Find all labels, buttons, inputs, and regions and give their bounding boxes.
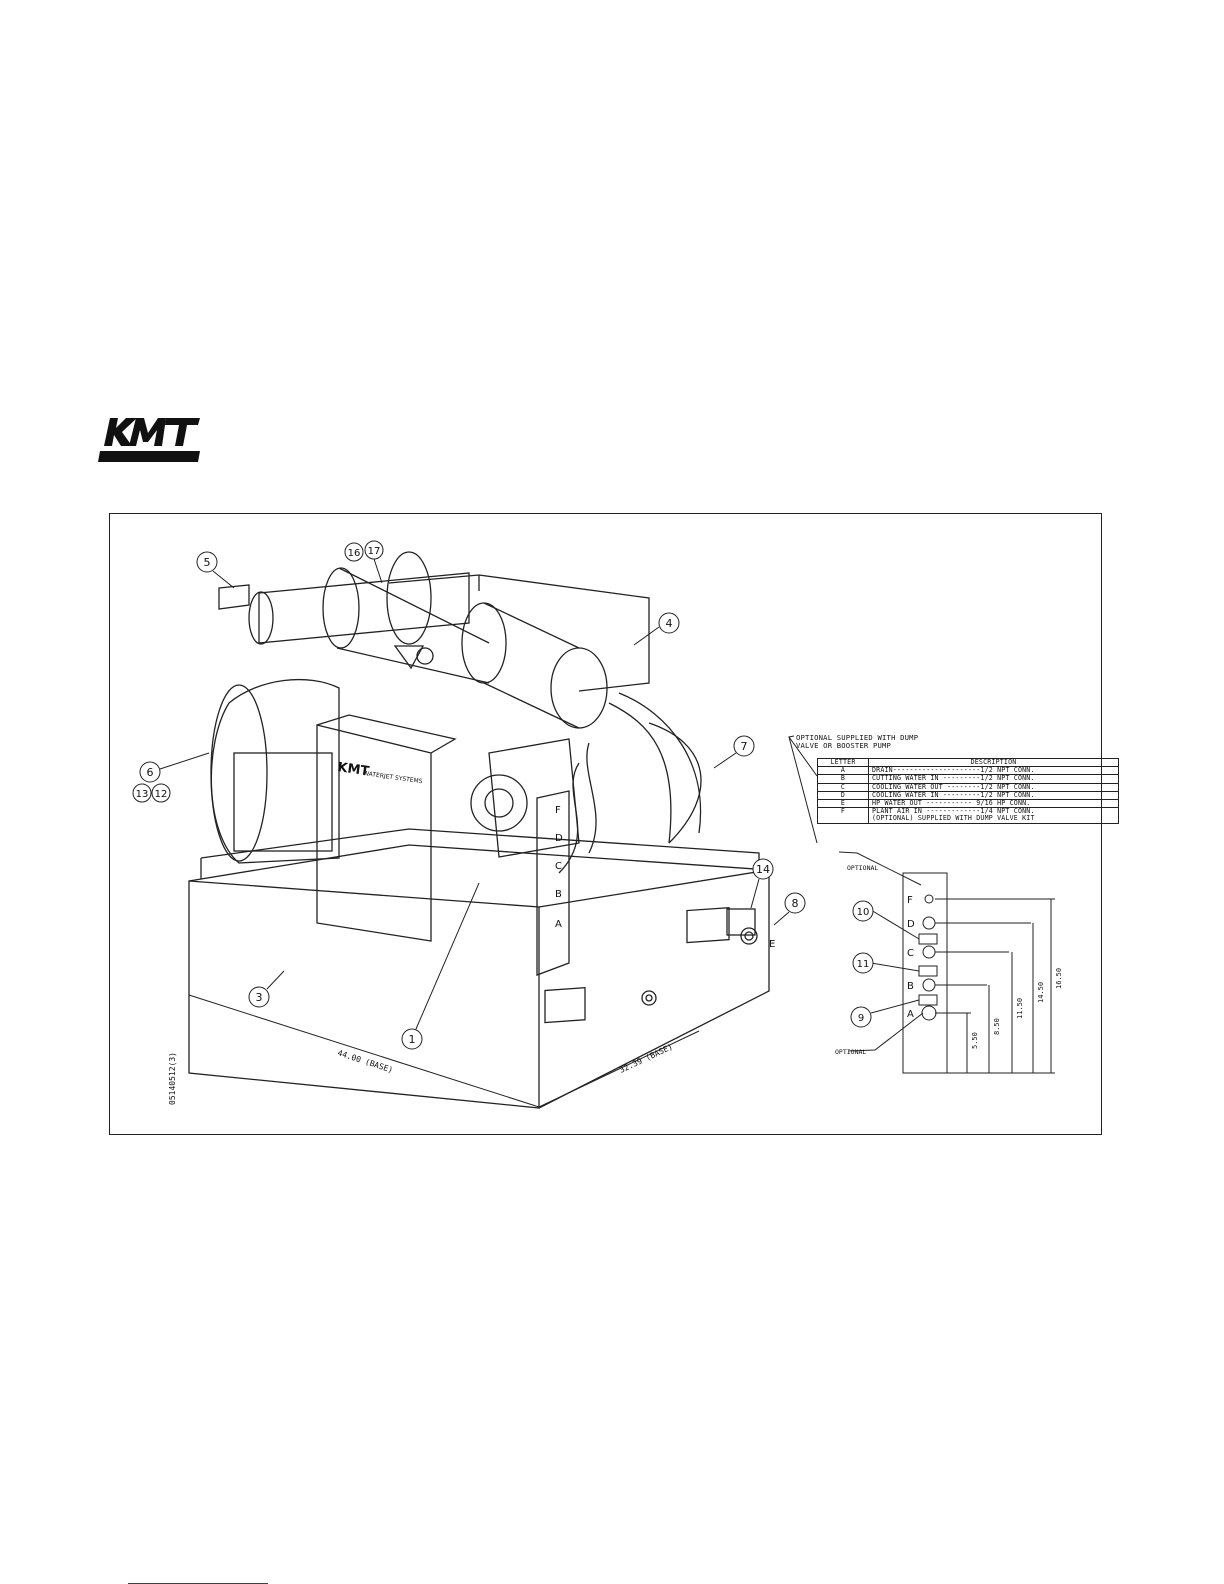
optional-top-label: OPTIONAL [847, 864, 878, 872]
cabinet-badge-subtitle: WATERJET SYSTEMS [363, 770, 423, 785]
drawing-number: 05140512(3) [168, 1052, 177, 1105]
kmt-logo [98, 418, 200, 462]
figure-frame [109, 513, 1102, 1135]
callout-10: 10 [857, 907, 870, 918]
svg-text:D: D [555, 833, 563, 844]
svg-text:A: A [555, 919, 562, 930]
optional-bottom-label: OPTIONAL [835, 1048, 866, 1056]
callout-13: 13 [136, 789, 149, 800]
base-label-plate [544, 987, 586, 1024]
svg-text:14.50: 14.50 [1037, 982, 1045, 1003]
callout-12: 12 [155, 789, 168, 800]
legend-letter: F [817, 807, 869, 824]
legend-row: F PLANT AIR IN -------------1/4 NPT CONN… [817, 807, 1119, 824]
callout-4: 4 [666, 617, 673, 630]
waterjet-pump-drawing: KMT WATERJET SYSTEMS F D C B A E 5 [132, 540, 1063, 1109]
intensifier [258, 572, 470, 644]
base-side-face [538, 869, 770, 1109]
cabinet-badge-kmt: KMT [336, 760, 370, 779]
panel-detail [838, 851, 1055, 1074]
svg-text:5.50: 5.50 [971, 1032, 979, 1049]
svg-text:B: B [555, 889, 562, 900]
legend-row: B CUTTING WATER IN ---------1/2 NPT CONN… [817, 774, 1119, 784]
callout-7: 7 [741, 740, 748, 753]
svg-text:F: F [907, 895, 913, 906]
legend-letter: B [817, 774, 869, 784]
reservoir [388, 574, 650, 692]
panel-dimensions: 5.50 8.50 11.50 14.50 16.50 [971, 968, 1063, 1049]
dimension-base-width: 32.39 (BASE) [618, 1042, 674, 1075]
callout-8: 8 [792, 897, 799, 910]
svg-text:11.50: 11.50 [1016, 998, 1024, 1019]
callout-5: 5 [204, 556, 211, 569]
callout-16: 16 [348, 548, 361, 559]
legend-description: CUTTING WATER IN ---------1/2 NPT CONN. [868, 774, 1119, 784]
connection-legend-table: LETTER DESCRIPTION A DRAIN--------------… [817, 757, 1119, 824]
svg-text:B: B [907, 981, 914, 992]
base-top [188, 844, 770, 882]
callout-9: 9 [858, 1013, 864, 1024]
svg-text:8.50: 8.50 [993, 1018, 1001, 1035]
svg-text:C: C [907, 948, 914, 959]
motor [210, 679, 340, 864]
dimension-base-length: 44.00 (BASE) [336, 1048, 394, 1074]
callout-3: 3 [256, 991, 263, 1004]
callout-11: 11 [857, 959, 870, 970]
motor-junction-box [233, 752, 333, 852]
svg-text:D: D [907, 919, 915, 930]
side-letter-e: E [769, 939, 775, 950]
legend-description: PLANT AIR IN -------------1/4 NPT CONN. … [868, 807, 1119, 824]
control-cabinet [316, 724, 432, 942]
svg-text:16.50: 16.50 [1055, 968, 1063, 989]
port-letters: F D C B A [555, 805, 563, 930]
legend-note: OPTIONAL SUPPLIED WITH DUMP VALVE OR BOO… [796, 733, 919, 750]
svg-text:F: F [555, 805, 561, 816]
svg-text:A: A [907, 1009, 914, 1020]
panel-letters: F D C B A [907, 895, 915, 1020]
callout-6: 6 [147, 766, 154, 779]
callout-14: 14 [756, 863, 770, 876]
base-front-face [188, 880, 540, 1109]
svg-text:C: C [555, 861, 562, 872]
callout-1: 1 [409, 1033, 416, 1046]
port-manifold-plate [536, 790, 570, 976]
callout-17: 17 [368, 546, 381, 557]
